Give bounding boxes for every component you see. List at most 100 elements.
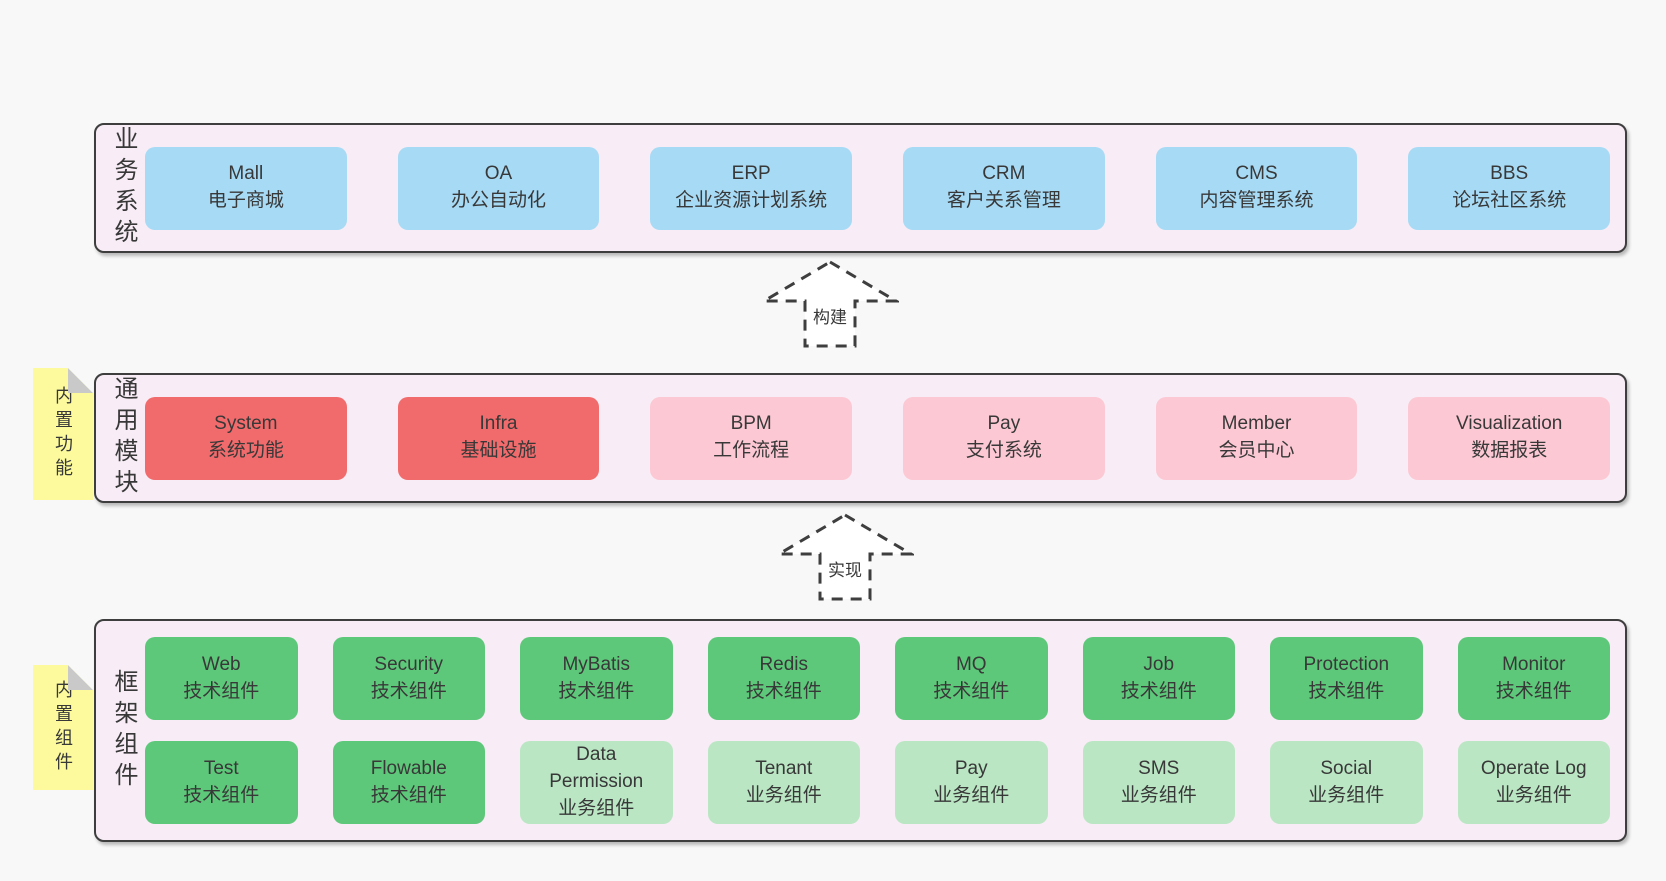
module-desc: 业务组件 [933,784,1010,806]
module-name: Tenant [755,757,813,779]
module-desc: 业务组件 [1308,784,1385,806]
module-box-visualization: Visualization 数据报表 [1408,396,1611,480]
module-box-system: System 系统功能 [145,396,347,480]
module-name: BPM [730,413,772,435]
module-box-flowable: Flowable 技术组件 [332,741,485,824]
arrow-build: 构建 [761,259,899,349]
module-name: Pay [987,413,1021,435]
module-box-oa: OA 办公自动化 [397,146,600,230]
module-name: Test [203,757,239,779]
module-box-data-permission: Data Permission 业务组件 [520,741,673,824]
module-desc: 技术组件 [370,680,447,702]
sticky-fold-corner [68,665,93,690]
module-desc: 技术组件 [933,680,1010,702]
band-label-business-systems: 业务系统 [110,126,137,250]
module-box-pay: Pay 业务组件 [895,741,1048,824]
module-name: SMS [1138,757,1180,779]
module-name: Social [1320,757,1373,779]
module-name: Member [1221,413,1292,435]
module-desc: 系统功能 [207,440,284,461]
module-name: Job [1143,653,1175,675]
module-name: Operate Log [1480,757,1587,779]
module-box-redis: Redis 技术组件 [707,637,860,720]
module-desc: 电子商城 [207,190,284,211]
module-desc: 客户关系管理 [946,190,1061,211]
module-box-mq: MQ 技术组件 [895,637,1048,720]
module-box-tenant: Tenant 业务组件 [707,741,860,824]
business-systems-row: Mall 电子商城 OA 办公自动化 ERP 企业资源计划系统 CRM 客户关系管理 CMS 内容… [145,146,1611,230]
module-name: System [214,413,278,435]
module-box-protection: Protection 技术组件 [1270,637,1423,720]
module-box-sms: SMS 业务组件 [1082,741,1235,824]
module-desc: 业务组件 [558,797,635,819]
module-name: Monitor [1502,653,1566,675]
sticky-note-text: 内置功能 [53,386,73,482]
arrow-implement: 实现 [776,512,914,602]
module-desc: 论坛社区系统 [1452,190,1567,211]
module-desc: 企业资源计划系统 [675,190,828,211]
module-box-operate-log: Operate Log 业务组件 [1457,741,1610,824]
module-box-monitor: Monitor 技术组件 [1457,637,1610,720]
module-name: Data Permission [549,744,644,793]
module-name: Security [374,653,444,675]
module-box-test: Test 技术组件 [145,741,298,824]
module-desc: 内容管理系统 [1199,190,1314,211]
module-name: Infra [479,413,518,435]
module-name: CRM [982,163,1026,185]
module-desc: 技术组件 [558,680,635,702]
sticky-fold-corner [68,368,93,393]
module-name: OA [484,163,513,185]
module-name: MQ [955,653,987,675]
module-desc: 业务组件 [1120,784,1197,806]
module-desc: 支付系统 [965,440,1042,461]
module-box-infra: Infra 基础设施 [397,396,600,480]
band-label-common-modules: 通用模块 [110,376,137,500]
band-rows: Mall 电子商城 OA 办公自动化 ERP 企业资源计划系统 CRM 客户关系管理 CMS 内容… [145,146,1625,230]
module-box-security: Security 技术组件 [332,637,485,720]
module-box-pay: Pay 支付系统 [903,396,1105,480]
module-box-mybatis: MyBatis 技术组件 [520,637,673,720]
module-desc: 技术组件 [370,784,447,806]
module-name: ERP [731,163,771,185]
arrow-build-label: 构建 [811,303,849,328]
module-desc: 技术组件 [1495,680,1572,702]
module-box-crm: CRM 客户关系管理 [903,146,1105,230]
module-desc: 业务组件 [745,784,822,806]
module-name: Flowable [370,757,447,779]
module-desc: 技术组件 [1120,680,1197,702]
band-label-framework-components: 框架组件 [110,668,137,793]
module-name: CMS [1235,163,1278,185]
module-name: Protection [1303,653,1390,675]
sticky-note-built-in-components: 内置组件 [33,665,93,790]
module-desc: 技术组件 [183,784,260,806]
module-name: Visualization [1456,413,1563,435]
module-desc: 技术组件 [1308,680,1385,702]
module-desc: 业务组件 [1495,784,1572,806]
sticky-note-built-in-features: 内置功能 [33,368,93,500]
module-box-social: Social 业务组件 [1270,741,1423,824]
module-desc: 技术组件 [745,680,822,702]
module-name: MyBatis [562,653,631,675]
module-name: Mall [228,163,264,185]
module-desc: 数据报表 [1471,440,1548,461]
module-desc: 办公自动化 [451,190,547,211]
module-name: Pay [954,757,988,779]
module-desc: 技术组件 [183,680,260,702]
band-business-systems: 业务系统 Mall 电子商城 OA 办公自动化 ERP 企业资源计划系统 CRM 客户关系管理… [94,123,1627,253]
sticky-note-text: 内置组件 [53,679,73,776]
module-name: Redis [759,653,809,675]
module-box-mall: Mall 电子商城 [145,146,347,230]
module-desc: 基础设施 [460,440,537,461]
module-box-erp: ERP 企业资源计划系统 [650,146,853,230]
